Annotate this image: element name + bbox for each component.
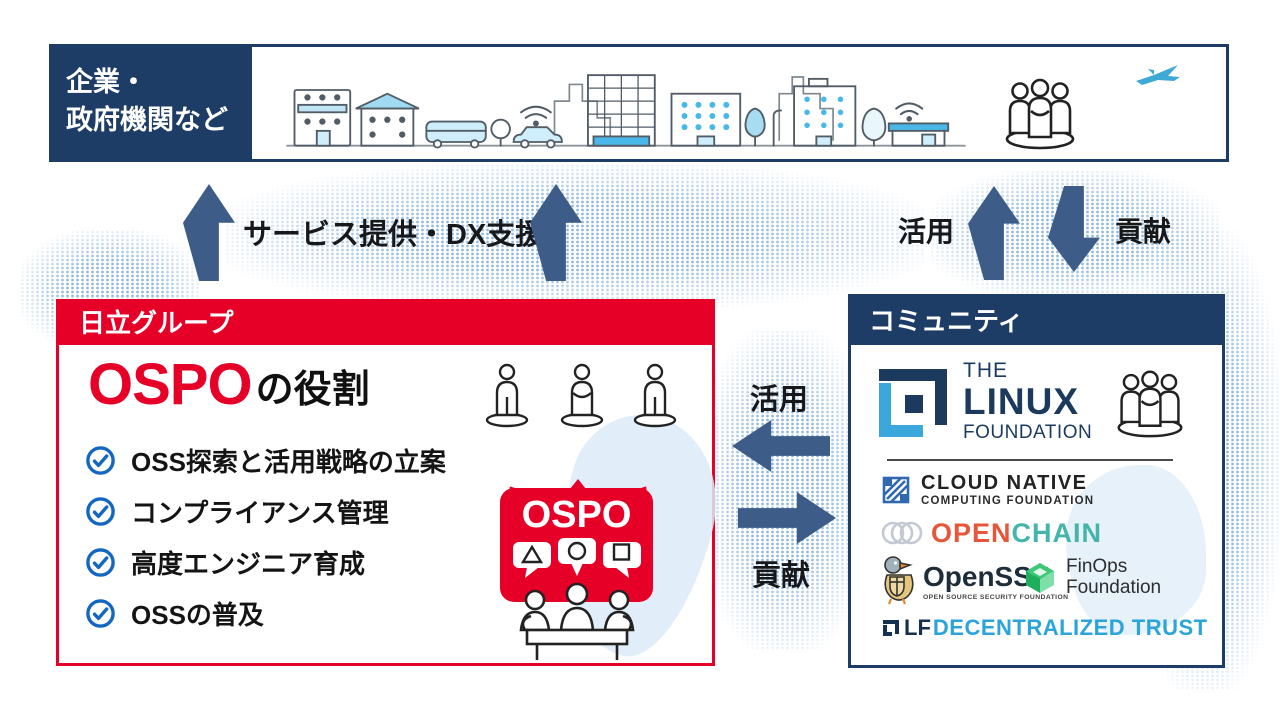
check-icon <box>86 547 115 577</box>
lfdt-name: DECENTRALIZED TRUST <box>932 615 1208 640</box>
lf-the: THE <box>963 359 1008 382</box>
person-icon <box>633 363 677 428</box>
person-icon <box>485 363 529 428</box>
people-group-icon <box>1117 370 1183 438</box>
openchain-rings-icon <box>881 521 923 545</box>
finops-cube-icon <box>1026 562 1054 593</box>
enterprise-label: 企業・ 政府機関など <box>52 47 252 159</box>
contribute-top-label: 貢献 <box>1115 216 1172 247</box>
finops-logo: FinOps Foundation <box>1023 556 1162 598</box>
enterprise-label-line2: 政府機関など <box>66 105 228 136</box>
lf-linux: LINUX <box>963 381 1079 422</box>
check-icon <box>86 598 115 628</box>
checklist-item: OSS探索と活用戦略の立案 <box>85 444 446 477</box>
ospo-role-checklist: OSS探索と活用戦略の立案 コンプライアンス管理 高度エンジニア育成 <box>85 444 446 648</box>
cncf-subtitle: COMPUTING FOUNDATION <box>921 495 1095 507</box>
checklist-item-label: 高度エンジニア育成 <box>131 548 366 579</box>
finops-line1: FinOps <box>1066 556 1128 577</box>
checklist-item-label: コンプライアンス管理 <box>131 497 389 528</box>
hitachi-group-body: OSPO の役割 OSS探索と活用戦略の立案 コンプライアンス管理 <box>59 345 736 670</box>
linux-foundation-wordmark: THE LINUX FOUNDATION <box>963 360 1092 442</box>
check-icon <box>86 496 115 526</box>
openchain-logo: OPENCHAIN <box>881 519 1102 547</box>
hitachi-group-box: 日立グループ OSPO の役割 OSS探索と活用戦略の立案 <box>56 299 736 670</box>
lfdt-lf: LF <box>904 615 931 640</box>
person-icon <box>560 363 604 428</box>
world-map-dots <box>700 330 870 650</box>
community-body: THE LINUX FOUNDATION <box>851 345 1222 665</box>
checklist-item: 高度エンジニア育成 <box>85 546 446 579</box>
checklist-item: コンプライアンス管理 <box>85 495 446 528</box>
cncf-logo: CLOUD NATIVE COMPUTING FOUNDATION <box>881 473 1094 508</box>
openchain-wordmark: OPENCHAIN <box>931 517 1103 548</box>
checklist-item-label: OSS探索と活用戦略の立案 <box>131 446 446 477</box>
ospo-role-title: OSPO の役割 <box>88 352 370 417</box>
cncf-name: CLOUD NATIVE <box>921 472 1088 494</box>
ospo-box-label: OSPO <box>521 494 632 536</box>
contribute-mid-label: 貢献 <box>752 560 811 592</box>
world-map-dots <box>225 164 925 309</box>
check-icon <box>86 445 115 475</box>
lf-decentralized-trust-logo: LF DECENTRALIZED TRUST <box>881 617 1208 639</box>
divider <box>887 459 1173 461</box>
use-top-label: 活用 <box>898 216 955 247</box>
checklist-item: OSSの普及 <box>85 597 446 630</box>
finops-wordmark: FinOps Foundation <box>1066 556 1162 598</box>
finops-line2: Foundation <box>1066 576 1162 598</box>
lfdt-bracket-icon <box>883 620 899 636</box>
city-illustration <box>286 74 966 149</box>
lf-foundation: FOUNDATION <box>963 422 1093 443</box>
airplane-icon <box>1136 65 1180 85</box>
enterprise-banner: 企業・ 政府機関など <box>49 44 1229 162</box>
community-box: コミュニティ THE LINUX FOUNDATION <box>848 294 1225 668</box>
enterprise-label-line1: 企業・ <box>66 67 147 97</box>
linux-foundation-logo <box>879 369 947 437</box>
ospo-title-accent: OSPO <box>88 352 253 417</box>
openchain-chain: CHAIN <box>1011 517 1103 548</box>
service-flow-label: サービス提供・DX支援 <box>243 219 545 251</box>
ospo-meeting-illustration <box>513 538 641 660</box>
cncf-icon <box>882 476 910 504</box>
checklist-item-label: OSSの普及 <box>131 599 264 630</box>
cncf-wordmark: CLOUD NATIVE COMPUTING FOUNDATION <box>921 473 1094 508</box>
openchain-open: OPEN <box>931 517 1012 548</box>
hitachi-group-header: 日立グループ <box>59 302 712 345</box>
ospo-title-suffix: の役割 <box>255 369 370 412</box>
people-group-icon <box>1005 78 1075 150</box>
use-mid-label: 活用 <box>750 384 809 416</box>
openssf-duck-icon <box>884 556 914 605</box>
openssf-subtitle: OPEN SOURCE SECURITY FOUNDATION <box>923 594 1069 601</box>
community-header: コミュニティ <box>851 297 1222 345</box>
map-silhouette <box>1066 465 1206 635</box>
